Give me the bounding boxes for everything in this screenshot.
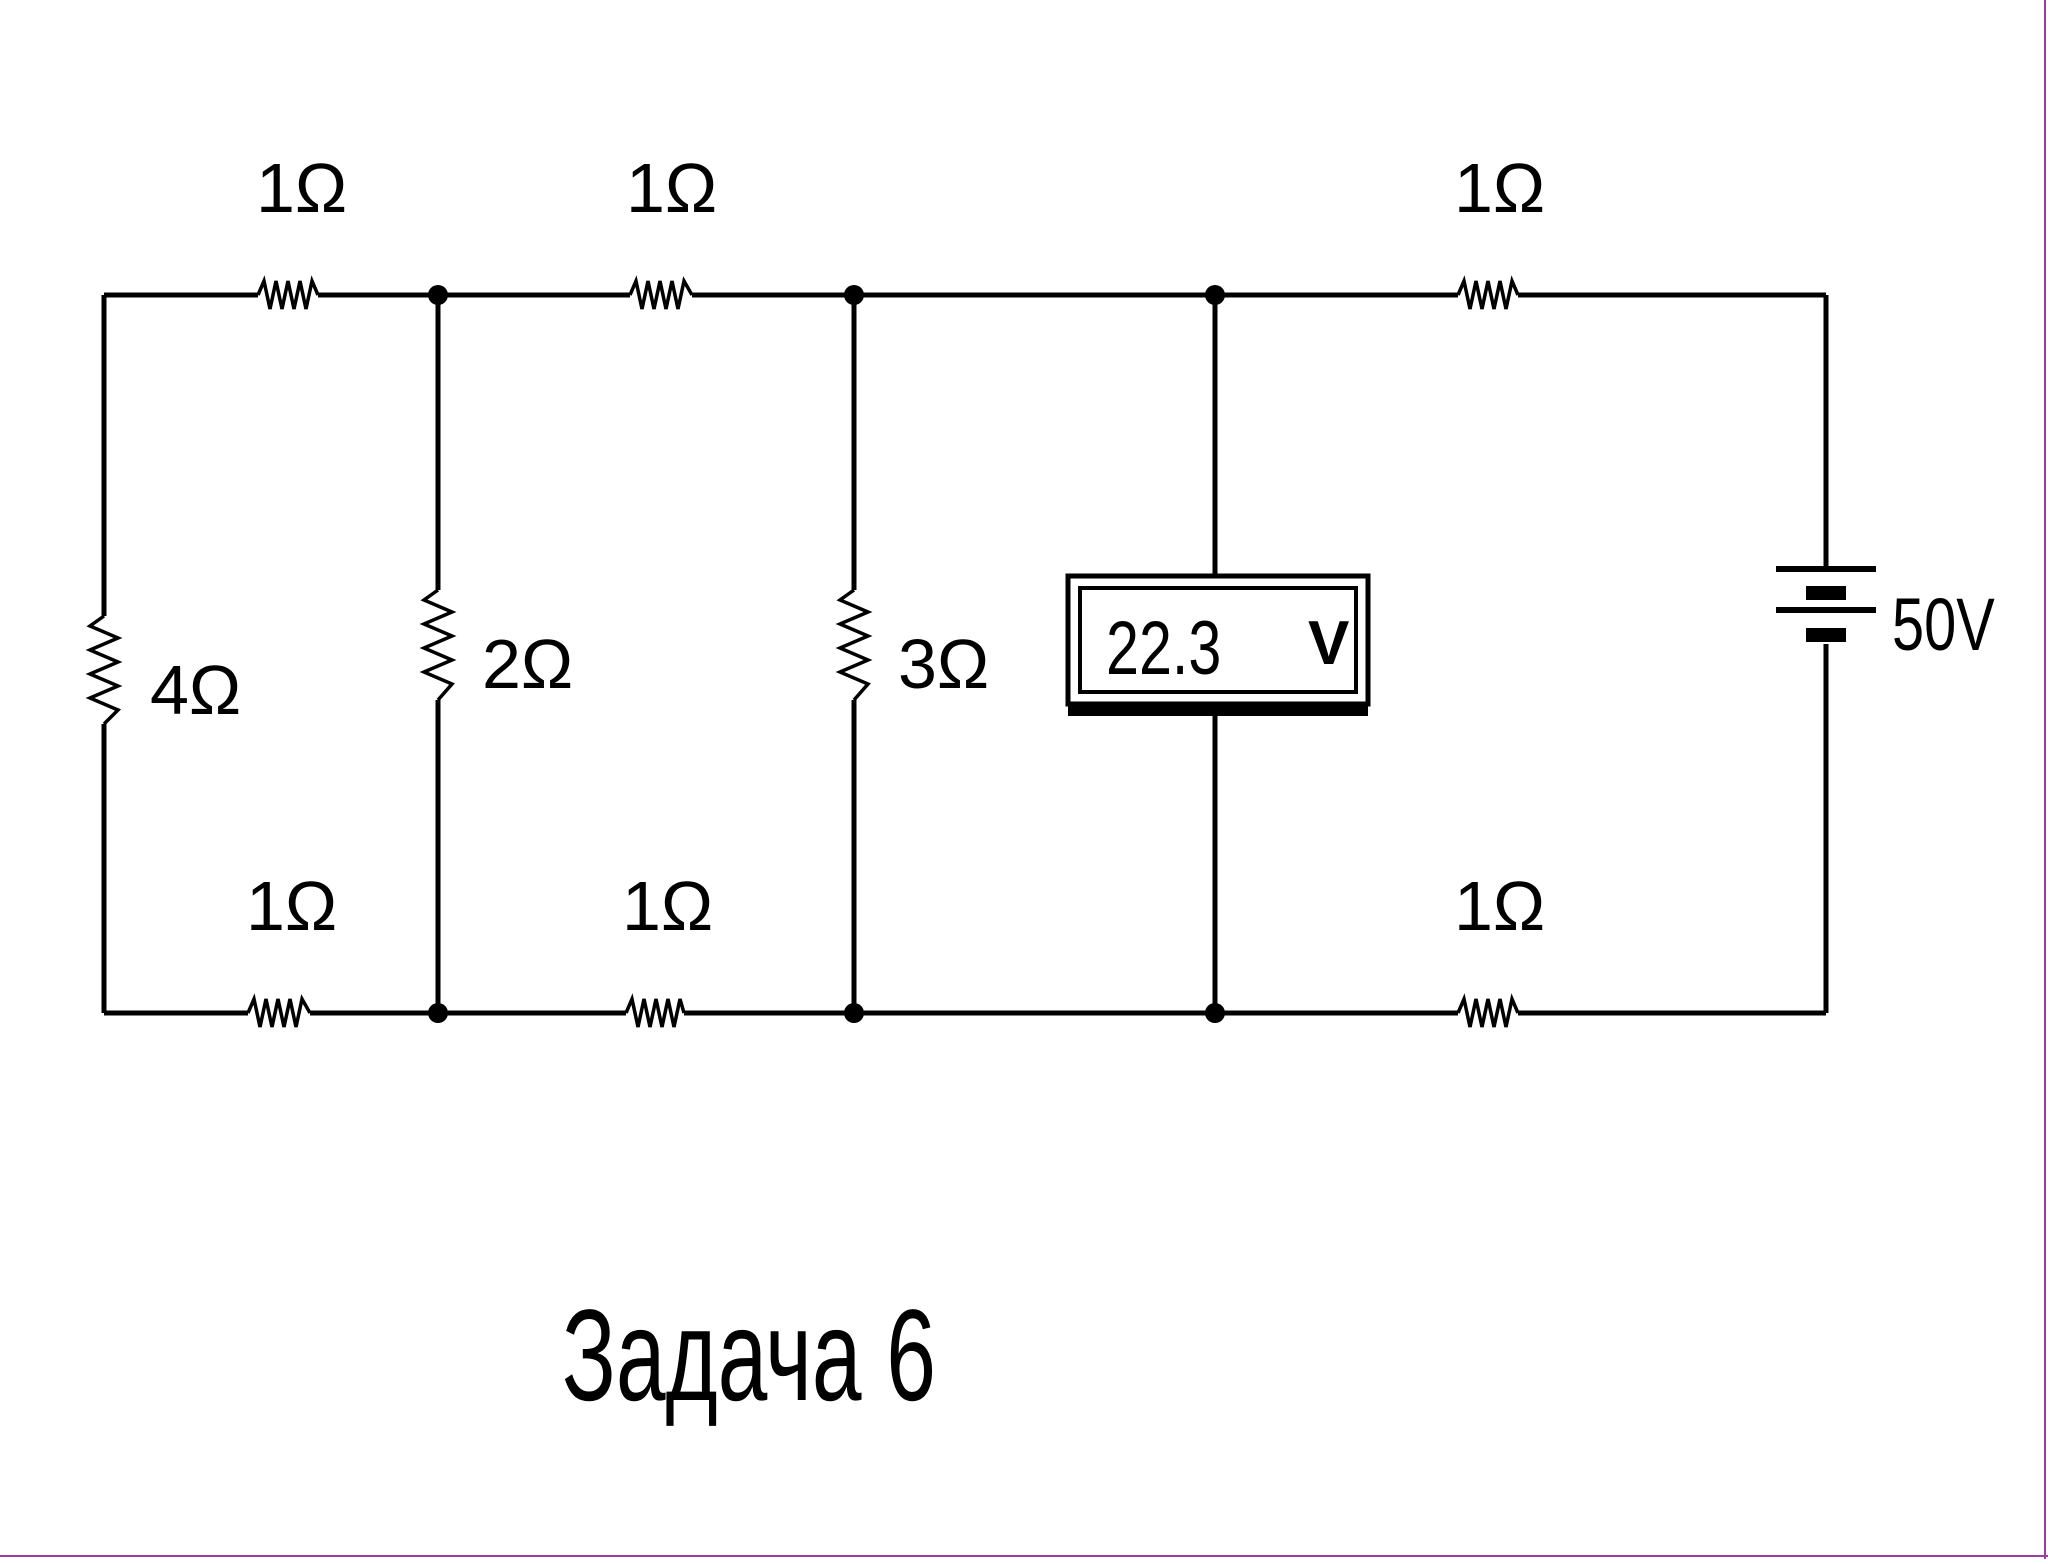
junction-node [844,285,864,305]
label-r-bottom-mid: 1Ω [622,867,713,945]
right-border [2044,0,2046,1559]
battery-short-plate [1806,628,1846,642]
label-battery: 50V [1892,584,1995,667]
wires [101,292,1829,1016]
junctions [428,285,1225,1023]
vertical-resistors [85,588,873,726]
horizontal-resistors [246,275,1520,1028]
resistor-top-right [1456,275,1520,310]
label-r-branch-2: 3Ω [898,625,989,703]
labels: 1Ω 1Ω 1Ω 1Ω 1Ω 1Ω 4Ω 2Ω 3Ω 50V [150,149,1995,945]
junction-node [1205,285,1225,305]
label-r-bottom-right: 1Ω [1454,867,1545,945]
battery-long-plate [1776,607,1876,613]
resistor-bottom-right [1456,993,1520,1028]
voltmeter-display [1078,586,1358,694]
label-r-branch-1: 2Ω [482,625,573,703]
label-r-bottom-left: 1Ω [246,867,337,945]
resistor-top-left [256,275,320,310]
caption: Задача 6 [562,1282,936,1428]
battery-long-plate [1776,566,1876,572]
label-r-top-left: 1Ω [256,149,347,227]
voltmeter-reading: 22.3 [1106,606,1221,691]
junction-node [428,1003,448,1023]
voltmeter: 22.3 V [1065,573,1371,716]
resistor-branch-1 [419,588,457,702]
junction-node [1205,1003,1225,1023]
voltmeter-unit: V [1308,609,1349,678]
label-r-top-right: 1Ω [1454,149,1545,227]
label-r-top-mid: 1Ω [626,149,717,227]
bottom-border [0,1555,2048,1557]
resistor-branch-2 [835,588,873,702]
junction-node [844,1003,864,1023]
battery-short-plate [1806,586,1846,600]
resistor-top-mid [628,275,694,310]
junction-node [428,285,448,305]
label-r-left: 4Ω [150,651,241,729]
resistor-bottom-mid [624,993,686,1028]
resistor-left [85,614,123,726]
battery-symbol [1776,566,1876,642]
resistor-bottom-left [246,993,312,1028]
